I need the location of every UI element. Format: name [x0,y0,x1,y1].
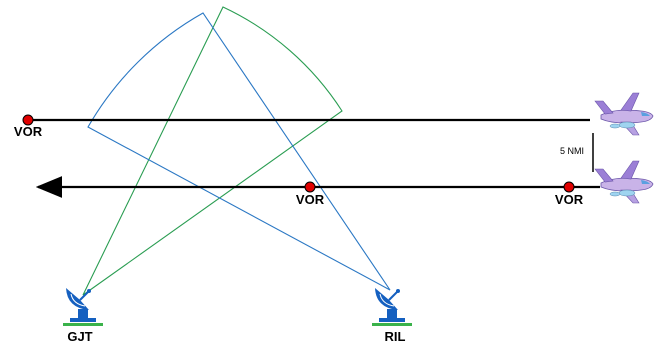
radar-gjt-label: GJT [67,329,92,344]
vor-lower-right-dot [563,181,575,193]
radar-dish-icon [371,287,413,327]
gjt-coverage-sector [82,6,343,296]
vor-lower-middle-dot [304,181,316,193]
radar-ril: RIL [371,287,413,344]
radar-ril-label: RIL [385,329,406,344]
ril-coverage-sector [87,12,391,291]
airplane-icon [594,92,654,136]
airplane-icon [594,160,654,204]
vor-lower-middle-label: VOR [296,192,325,207]
radar-dish-icon [62,287,104,327]
radar-gjt: GJT [62,287,104,344]
vor-upper-left-label: VOR [14,124,43,139]
separation-label: 5 NMI [560,146,584,156]
vor-upper-left-dot [22,114,34,126]
vor-lower-right-label: VOR [555,192,584,207]
